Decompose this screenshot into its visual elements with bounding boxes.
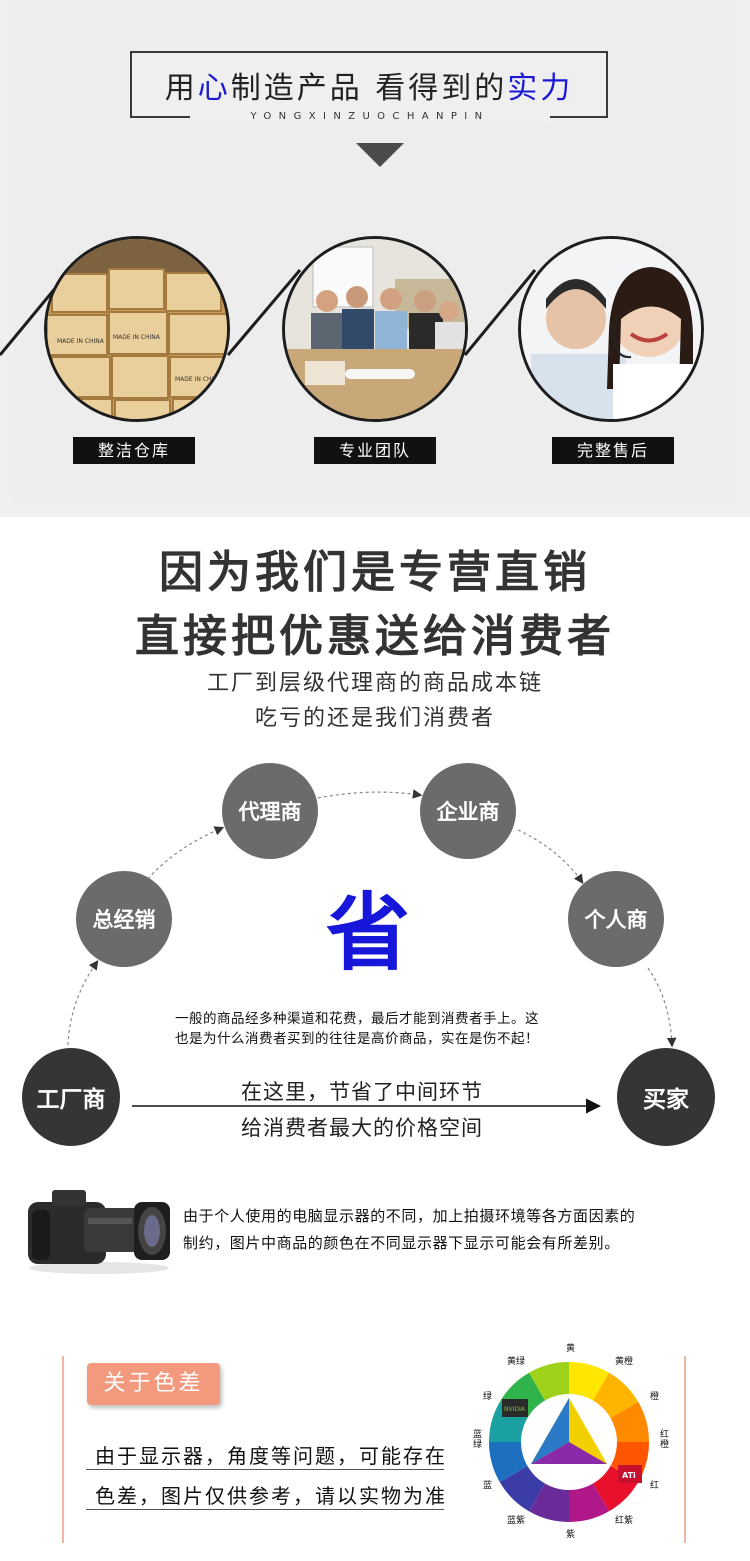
customer-service-headset-icon	[521, 239, 701, 419]
ati-logo-icon	[618, 1465, 642, 1483]
color-frame-right	[684, 1356, 686, 1543]
slogan-title: 用心制造产品 看得到的实力	[132, 63, 606, 107]
feature-label-team: 专业团队	[314, 437, 436, 464]
warehouse-photo: MADE IN CHINA MADE IN CHINA MADE IN CHIN…	[44, 236, 230, 422]
wheel-label-blue-violet: 蓝紫	[507, 1516, 526, 1526]
team-photo	[282, 236, 468, 422]
chain-note-line-1: 一般的商品经多种渠道和花费，最后才能到消费者手上。这	[175, 1011, 539, 1027]
color-frame-left	[62, 1356, 64, 1543]
slogan-part-2: 制造产品 看得到的	[230, 71, 508, 106]
top-section: 用心制造产品 看得到的实力 YONGXINZUOCHANPIN MADE IN …	[0, 0, 750, 517]
svg-text:MADE IN CHINA: MADE IN CHINA	[57, 338, 105, 345]
nvidia-logo-icon	[502, 1399, 528, 1417]
subheadline-line-1: 工厂到层级代理商的商品成本链	[206, 671, 543, 696]
slogan-pinyin: YONGXINZUOCHANPIN	[190, 109, 550, 125]
wheel-label-yellow: 黄	[566, 1344, 576, 1354]
camera-notice-line-1: 由于个人使用的电脑显示器的不同，加上拍摄环境等各方面因素的	[183, 1207, 636, 1225]
chain-arrows	[67, 789, 677, 1114]
color-diff-badge: 关于色差	[87, 1363, 220, 1405]
service-photo	[518, 236, 704, 422]
save-character: 省	[325, 884, 410, 982]
wheel-label-red-violet: 红紫	[615, 1516, 634, 1526]
direct-line-2: 给消费者最大的价格空间	[241, 1116, 483, 1140]
feature-label-warehouse: 整洁仓库	[73, 437, 195, 464]
slogan-frame: 用心制造产品 看得到的实力	[130, 51, 608, 118]
slogan-highlight-2: 实力	[507, 71, 574, 106]
chain-node-enterprise: 企业商	[420, 763, 516, 859]
wheel-label-orange: 橙	[650, 1392, 660, 1402]
direct-line-1: 在这里，节省了中间环节	[241, 1080, 483, 1104]
color-diff-line-2: 色差，图片仅供参考，请以实物为准	[95, 1484, 447, 1508]
feature-label-service: 完整售后	[552, 437, 674, 464]
warehouse-boxes-icon: MADE IN CHINA MADE IN CHINA MADE IN CHIN…	[47, 239, 227, 419]
wheel-label-yellow-orange: 黄橙	[615, 1357, 634, 1367]
color-diff-rule-2	[86, 1509, 444, 1510]
headline-line-1: 因为我们是专营直销	[159, 547, 591, 598]
color-wheel-icon: NVIDIA ATi	[484, 1357, 654, 1527]
chain-note-line-2: 也是为什么消费者买到的往往是高价商品，实在是伤不起！	[175, 1031, 539, 1047]
subheadline-line-2: 吃亏的还是我们消费者	[254, 706, 495, 731]
svg-text:MADE IN CHINA: MADE IN CHINA	[175, 376, 223, 383]
chain-node-individual: 个人商	[568, 871, 664, 967]
nvidia-logo-text: NVIDIA	[504, 1406, 526, 1413]
camera-icon	[24, 1180, 174, 1275]
down-arrow-icon	[356, 143, 404, 167]
chain-node-agent: 代理商	[222, 763, 318, 859]
color-diff-rule-1	[86, 1469, 444, 1470]
wheel-label-red: 红	[650, 1481, 660, 1491]
color-diff-line-1: 由于显示器，角度等问题，可能存在	[95, 1444, 447, 1468]
slogan-highlight-1: 心	[197, 71, 231, 106]
slogan-part-1: 用	[164, 71, 198, 106]
wheel-label-green: 绿	[483, 1392, 493, 1402]
ati-logo-text: ATi	[622, 1471, 636, 1480]
wheel-label-yellow-green: 黄绿	[507, 1357, 526, 1367]
chain-node-distributor: 总经销	[76, 871, 172, 967]
wheel-label-violet: 紫	[566, 1530, 576, 1540]
svg-text:MADE IN CHINA: MADE IN CHINA	[113, 334, 161, 341]
wheel-label-red-orange: 红橙	[660, 1430, 670, 1450]
chain-start-factory: 工厂商	[22, 1048, 120, 1146]
team-meeting-icon	[285, 239, 465, 419]
camera-notice-line-2: 制约，图片中商品的颜色在不同显示器下显示可能会有所差别。	[183, 1234, 620, 1252]
chain-end-buyer: 买家	[617, 1048, 715, 1146]
wheel-label-blue: 蓝	[483, 1481, 493, 1491]
headline-line-2: 直接把优惠送给消费者	[135, 611, 615, 662]
wheel-label-blue-green: 蓝绿	[473, 1430, 483, 1450]
